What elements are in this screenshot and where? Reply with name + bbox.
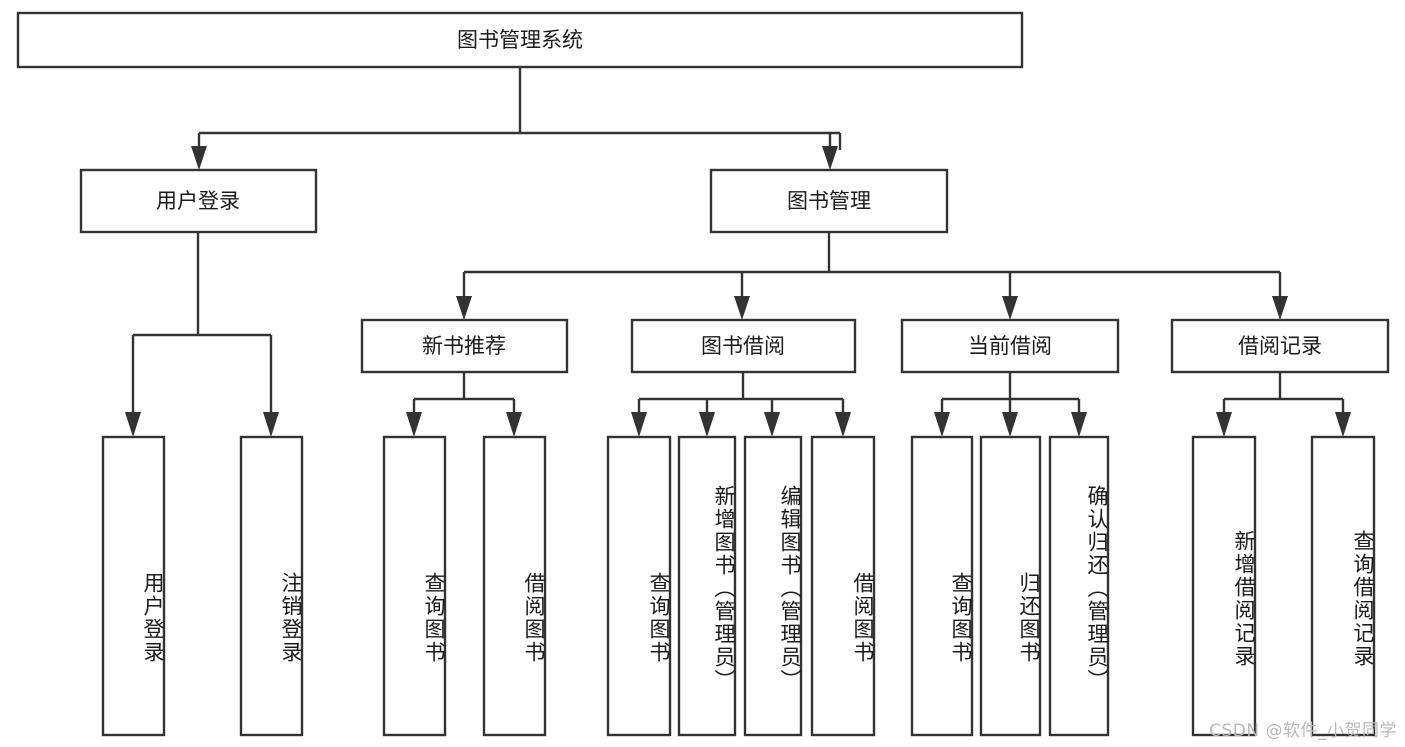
leaf-box-current-borrow-2[interactable]	[979, 435, 1042, 737]
arrow-head-icon	[934, 412, 950, 437]
connector-user-login-to-leaves	[125, 232, 279, 437]
arrow-head-icon	[1272, 296, 1288, 320]
arrow-head-icon	[456, 296, 472, 320]
node-root[interactable]: 图书管理系统	[16, 11, 1024, 69]
arrow-head-icon	[506, 412, 522, 437]
connector-new-book-recommend-to-leaves	[406, 372, 522, 437]
leaf-box-borrow-record-1[interactable]	[1191, 435, 1257, 737]
arrow-head-icon	[191, 146, 207, 170]
arrow-head-icon	[406, 412, 422, 437]
node-user-login-label: 用户登录	[156, 189, 240, 213]
node-user-login-box[interactable]	[79, 168, 318, 234]
arrow-head-icon	[822, 146, 838, 170]
watermark-text: CSDN @软件_小贺同学	[1209, 721, 1397, 741]
arrow-head-icon	[1216, 412, 1232, 437]
node-borrow-record-label: 借阅记录	[1238, 334, 1322, 358]
node-new-book-recommend-label: 新书推荐	[422, 334, 506, 358]
leaf-box-book-borrow-2[interactable]	[677, 435, 737, 737]
arrow-head-icon	[1002, 296, 1018, 320]
leaf-box-user-login-2[interactable]	[239, 435, 304, 737]
leaf-box-user-login-1[interactable]	[101, 435, 166, 737]
connector-current-borrow-to-leaves	[934, 372, 1087, 437]
node-current-borrow-label: 当前借阅	[968, 334, 1052, 358]
arrow-head-icon	[699, 412, 715, 437]
node-borrow-record[interactable]: 借阅记录	[1170, 318, 1390, 374]
node-root-box[interactable]	[16, 11, 1024, 69]
node-new-book-recommend-box[interactable]	[360, 318, 569, 374]
node-root-label: 图书管理系统	[457, 28, 583, 52]
node-book-management[interactable]: 图书管理	[709, 168, 949, 234]
node-current-borrow-box[interactable]	[900, 318, 1120, 374]
arrow-head-icon	[125, 412, 141, 437]
connector-borrow-record-to-leaves	[1216, 372, 1351, 437]
arrow-head-icon	[835, 412, 851, 437]
leaf-box-current-borrow-3[interactable]	[1048, 435, 1110, 737]
node-new-book-recommend[interactable]: 新书推荐	[360, 318, 569, 374]
node-book-borrow[interactable]: 图书借阅	[630, 318, 857, 374]
leaf-box-book-borrow-1[interactable]	[606, 435, 672, 737]
leaf-box-current-borrow-1[interactable]	[910, 435, 974, 737]
leaf-box-new-book-1[interactable]	[382, 435, 447, 737]
node-book-management-label: 图书管理	[787, 189, 871, 213]
arrow-head-icon	[263, 412, 279, 437]
leaf-box-new-book-2[interactable]	[482, 435, 547, 737]
arrow-head-icon	[734, 296, 750, 320]
arrow-head-icon	[631, 412, 647, 437]
leaf-box-book-borrow-3[interactable]	[743, 435, 803, 737]
leaf-box-book-borrow-4[interactable]	[810, 435, 876, 737]
arrow-head-icon	[1335, 412, 1351, 437]
node-book-borrow-label: 图书借阅	[701, 334, 785, 358]
connector-book-borrow-to-leaves	[631, 372, 851, 437]
arrow-head-icon	[1071, 412, 1087, 437]
node-current-borrow[interactable]: 当前借阅	[900, 318, 1120, 374]
leaf-box-borrow-record-2[interactable]	[1310, 435, 1376, 737]
arrow-head-icon	[1002, 412, 1018, 437]
connector-book-management-to-level3	[456, 232, 1288, 320]
arrow-head-icon	[764, 412, 780, 437]
node-user-login[interactable]: 用户登录	[79, 168, 318, 234]
connector-root-to-level2	[191, 67, 842, 170]
